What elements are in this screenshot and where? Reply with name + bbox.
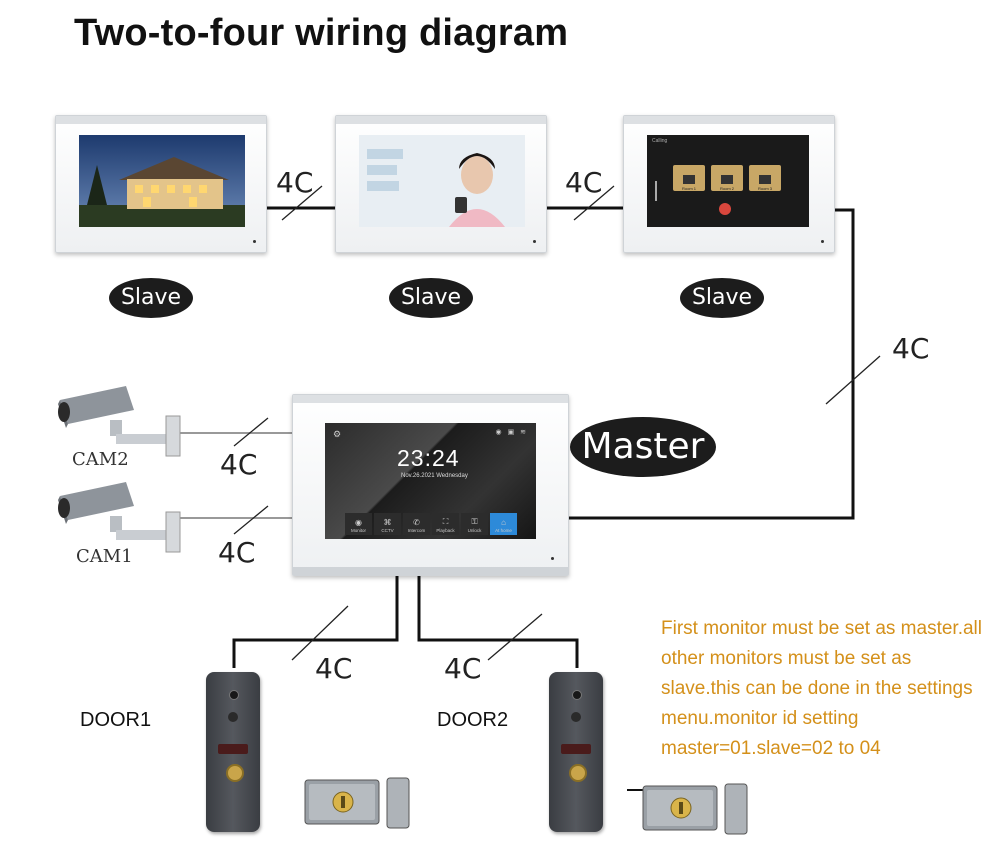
playback-icon: ⛶ bbox=[442, 517, 449, 526]
slave-monitor-1 bbox=[55, 115, 267, 253]
lock-icon bbox=[304, 777, 410, 829]
woman-photo bbox=[359, 135, 525, 227]
call-button-icon bbox=[226, 764, 244, 782]
clock-date: Nov.26.2021 Wednesday bbox=[401, 473, 468, 479]
volume-slider bbox=[655, 181, 657, 201]
camera-icon bbox=[58, 386, 181, 457]
room-tile: Room 3 bbox=[749, 165, 781, 191]
monitor-screen: Calling Room 1 Room 2 Room 3 bbox=[647, 135, 809, 227]
wire-label: 4C bbox=[315, 652, 353, 685]
wire-slave3-master bbox=[567, 208, 855, 520]
app-dock: ◉Monitor ⌘CCTV ✆Intercom ⛶ Playback ⚿ Unlo… bbox=[345, 513, 517, 535]
status-icons: ◉ ▣ ≋ bbox=[495, 429, 528, 436]
cctv-icon: ⌘ bbox=[383, 518, 392, 527]
diagram-title: Two-to-four wiring diagram bbox=[74, 12, 569, 54]
eye-icon: ◉ bbox=[355, 518, 362, 527]
tile-label: Unlock bbox=[467, 528, 482, 533]
lock-icon bbox=[642, 783, 748, 835]
screen-header: Calling bbox=[652, 138, 668, 144]
wire-master-door1 bbox=[232, 576, 399, 668]
wire-slash bbox=[825, 355, 881, 405]
room-tile: Room 1 bbox=[673, 165, 705, 191]
camera-lens-icon bbox=[229, 690, 239, 700]
wire-slash bbox=[573, 185, 615, 221]
door-station-2 bbox=[549, 672, 603, 832]
settings-icon: ⚙ bbox=[333, 429, 342, 439]
speaker-icon bbox=[228, 712, 238, 722]
wire-slash bbox=[281, 185, 323, 221]
wire-slash bbox=[291, 605, 349, 661]
wire-label: 4C bbox=[444, 652, 482, 685]
ir-window bbox=[561, 744, 591, 754]
room-label: Room 2 bbox=[719, 186, 734, 191]
camera-label: CAM2 bbox=[72, 449, 129, 470]
tile-cctv: ⌘CCTV bbox=[374, 513, 401, 535]
monitor-screen bbox=[79, 135, 245, 227]
tile-label: CCTV bbox=[381, 528, 394, 533]
camera-icon bbox=[58, 482, 181, 553]
wire-slash bbox=[487, 613, 543, 661]
tile-label: Playback bbox=[436, 528, 455, 533]
tile-label: Intercom bbox=[407, 528, 426, 533]
room-icon bbox=[759, 175, 771, 184]
wire-label: 4C bbox=[276, 166, 314, 199]
tile-monitor: ◉Monitor bbox=[345, 513, 372, 535]
wire-label: 4C bbox=[220, 448, 258, 481]
slave-label: Slave bbox=[109, 278, 193, 318]
setup-note: First monitor must be set as master.all … bbox=[661, 618, 982, 759]
wire-slash bbox=[233, 505, 269, 535]
master-monitor: ⚙ ◉ ▣ ≋ 23:24 Nov.26.2021 Wednesday ◉Mon… bbox=[292, 394, 569, 576]
wire-label: 4C bbox=[565, 166, 603, 199]
ir-window bbox=[218, 744, 248, 754]
speaker-icon bbox=[571, 712, 581, 722]
master-screen: ⚙ ◉ ▣ ≋ 23:24 Nov.26.2021 Wednesday ◉Mon… bbox=[325, 423, 536, 539]
home-icon: ⌂ bbox=[501, 518, 506, 527]
room-icon bbox=[721, 175, 733, 184]
room-label: Room 3 bbox=[757, 186, 772, 191]
monitor-screen bbox=[359, 135, 525, 227]
call-button-icon bbox=[569, 764, 587, 782]
slave-label: Slave bbox=[680, 278, 764, 318]
tile-unlock: ⚿ Unlock bbox=[461, 513, 488, 535]
tile-at-home: ⌂At home bbox=[490, 513, 517, 535]
door-label: DOOR1 bbox=[80, 709, 152, 731]
house-photo bbox=[79, 135, 245, 227]
tile-label: At home bbox=[495, 528, 512, 533]
tile-label: Monitor bbox=[350, 528, 366, 533]
room-label: Room 1 bbox=[681, 186, 696, 191]
wire-master-door2 bbox=[417, 576, 579, 668]
hangup-icon bbox=[719, 203, 731, 215]
slave-label: Slave bbox=[389, 278, 473, 318]
master-label: Master bbox=[570, 417, 716, 477]
room-tile: Room 2 bbox=[711, 165, 743, 191]
wire-slash bbox=[233, 417, 269, 447]
wire-label: 4C bbox=[218, 536, 256, 569]
phone-icon: ✆ bbox=[413, 518, 420, 527]
door-station-1 bbox=[206, 672, 260, 832]
room-tiles: Room 1 Room 2 Room 3 bbox=[673, 165, 781, 191]
room-icon bbox=[683, 175, 695, 184]
slave-monitor-2 bbox=[335, 115, 547, 253]
wire-label: 4C bbox=[892, 332, 930, 365]
camera-label: CAM1 bbox=[76, 546, 133, 567]
tile-playback: ⛶ Playback bbox=[432, 513, 459, 535]
camera-lens-icon bbox=[572, 690, 582, 700]
slave-monitor-3: Calling Room 1 Room 2 Room 3 bbox=[623, 115, 835, 253]
door-label: DOOR2 bbox=[437, 709, 509, 731]
unlock-icon: ⚿ bbox=[471, 517, 478, 526]
tile-intercom: ✆Intercom bbox=[403, 513, 430, 535]
clock-time: 23:24 bbox=[397, 445, 460, 471]
